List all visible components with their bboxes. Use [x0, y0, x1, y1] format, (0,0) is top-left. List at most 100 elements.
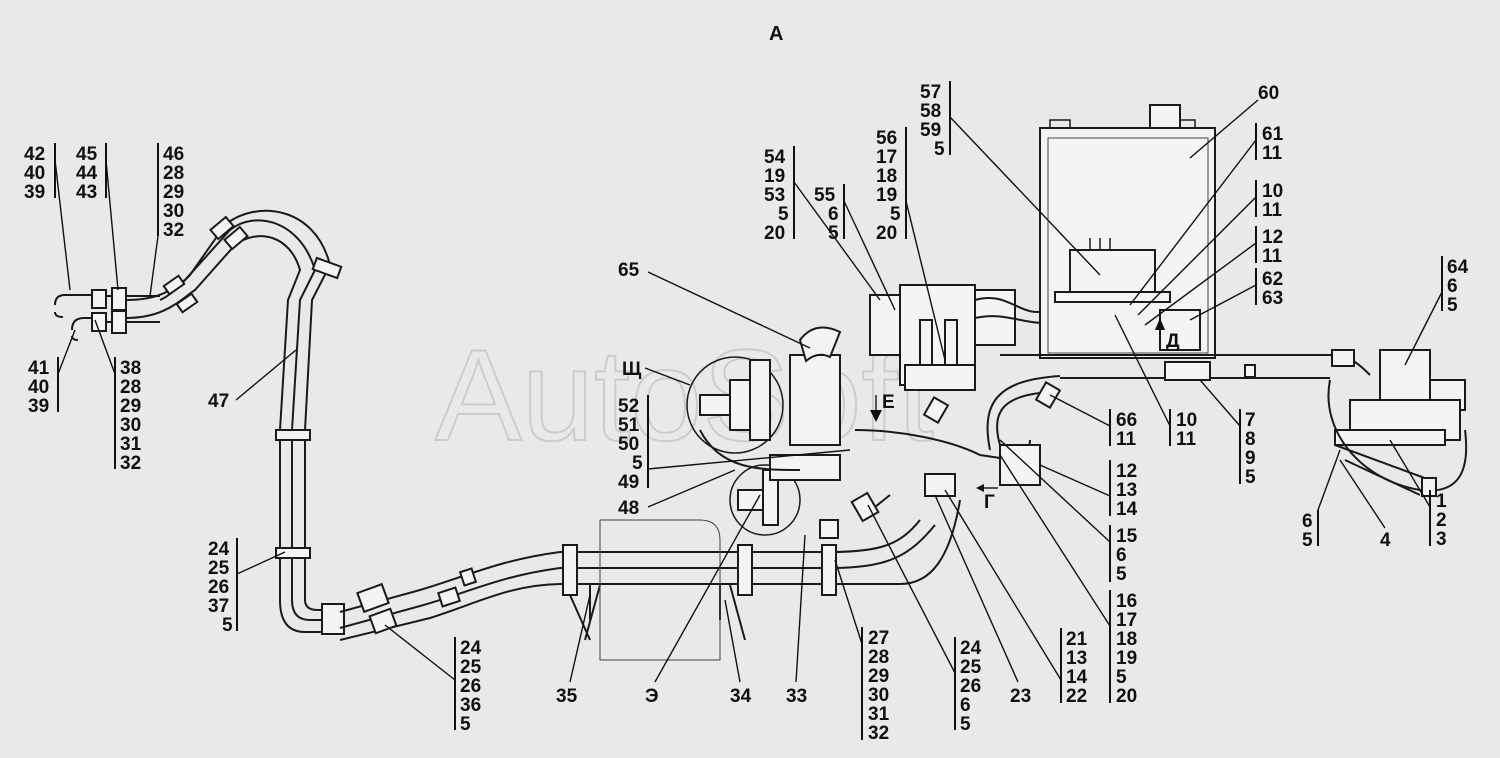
callout-number: 5: [1245, 467, 1256, 488]
callout-52: 52 51 50 5 49: [618, 395, 851, 493]
callout-number: 58: [920, 101, 941, 122]
callout-number: 51: [618, 415, 640, 436]
callout-24-25-26-37-5: 24 25 26 37 5: [208, 538, 286, 636]
callout-number: 21: [1066, 629, 1088, 650]
callout-number: 61: [1262, 124, 1284, 145]
callout-D: Д: [1155, 318, 1180, 352]
callout-number: 23: [1010, 686, 1031, 707]
callout-64-6-5: 64 6 5: [1404, 256, 1469, 366]
callout-number: 18: [876, 166, 897, 187]
callout-number: 13: [1066, 648, 1087, 669]
callout-number: 26: [960, 676, 981, 697]
callout-number: 56: [876, 128, 897, 149]
callout-number: 20: [764, 223, 785, 244]
callout-number: 63: [1262, 288, 1283, 309]
callout-number: 24: [960, 638, 982, 659]
callout-letter: Е: [882, 392, 895, 413]
callout-number: 22: [1066, 686, 1087, 707]
callout-number: 47: [208, 391, 229, 412]
callout-number: 34: [730, 686, 752, 707]
callout-number: 5: [1447, 295, 1458, 316]
callout-number: 5: [1116, 667, 1127, 688]
callout-number: 52: [618, 396, 639, 417]
callout-number: 6: [828, 204, 839, 225]
callout-number: 19: [764, 166, 785, 187]
callout-number: 62: [1262, 269, 1283, 290]
callout-number: 20: [876, 223, 897, 244]
callout-number: 50: [618, 434, 639, 455]
callout-number: 14: [1066, 667, 1088, 688]
callout-number: 35: [556, 686, 578, 707]
callout-34: 34: [724, 599, 752, 707]
callout-56: 56 17 18 19 5 20: [876, 127, 946, 361]
callout-number: 39: [28, 396, 49, 417]
callout-number: 26: [460, 676, 481, 697]
callout-10-11-top: 10 11: [1137, 180, 1283, 316]
callout-number: 43: [76, 182, 97, 203]
callout-55-6-5: 55 6 5: [814, 184, 896, 311]
callout-number: 55: [814, 185, 836, 206]
callout-61-11: 61 11: [1129, 123, 1284, 306]
callout-number: 5: [778, 204, 789, 225]
callout-number: 18: [1116, 629, 1137, 650]
callout-number: 30: [120, 415, 141, 436]
callout-number: 32: [120, 453, 141, 474]
callout-number: 5: [1302, 530, 1313, 551]
callout-number: 24: [208, 539, 230, 560]
callout-letter: Д: [1166, 331, 1180, 352]
callout-number: 5: [460, 714, 471, 735]
callout-number: 9: [1245, 448, 1256, 469]
callout-number: 8: [1245, 429, 1256, 450]
callout-47: 47: [208, 349, 297, 412]
callout-number: 6: [1116, 545, 1127, 566]
callout-number: 29: [868, 666, 889, 687]
callout-60: 60: [1189, 83, 1279, 159]
callout-number: 11: [1262, 143, 1283, 164]
callout-number: 32: [868, 723, 889, 744]
callout-57: 57 58 59 5: [920, 81, 1101, 276]
callout-number: 49: [618, 472, 639, 493]
callout-number: 15: [1116, 526, 1138, 547]
callout-number: 11: [1262, 246, 1283, 267]
callout-number: 20: [1116, 686, 1137, 707]
callout-number: 1: [1436, 491, 1447, 512]
callout-number: 5: [1116, 564, 1127, 585]
callout-number: 28: [868, 647, 889, 668]
callout-65: 65: [618, 260, 811, 349]
callout-number: 3: [1436, 529, 1447, 550]
callout-number: 28: [120, 377, 141, 398]
callout-46: 46 28 29 30 32: [149, 143, 184, 297]
callout-4: 4: [1339, 459, 1391, 551]
callout-number: 54: [764, 147, 786, 168]
callout-number: 25: [460, 657, 482, 678]
callout-number: 6: [1302, 511, 1313, 532]
callout-7-8-9-5: 7 8 9 5: [1199, 379, 1256, 488]
callout-38: 38 28 29 30 31 32: [94, 319, 142, 474]
callout-number: 39: [24, 182, 45, 203]
callout-12-11: 12 11: [1144, 226, 1283, 326]
callout-1-2-3: 1 2 3: [1389, 439, 1447, 550]
callout-number: 17: [1116, 610, 1137, 631]
callout-number: 16: [1116, 591, 1137, 612]
callout-number: 40: [24, 163, 45, 184]
callout-number: 41: [28, 358, 50, 379]
callout-number: 17: [876, 147, 897, 168]
callout-16: 16 17 18 19 5 20: [999, 454, 1137, 707]
callout-number: 5: [934, 139, 945, 160]
callout-letter: Э: [645, 686, 659, 707]
callout-number: 5: [890, 204, 901, 225]
callout-33: 33: [786, 534, 807, 707]
callout-66-11: 66 11: [1049, 394, 1137, 450]
callout-letter: Г: [984, 492, 995, 513]
callout-number: 46: [163, 144, 184, 165]
drawing: [54, 104, 1468, 661]
callout-number: 31: [868, 704, 890, 725]
callout-E: Е: [870, 392, 895, 422]
callout-27: 27 28 29 30 31 32: [834, 559, 890, 744]
callout-number: 10: [1262, 181, 1283, 202]
callout-number: 66: [1116, 410, 1137, 431]
callout-number: 6: [960, 695, 971, 716]
callout-number: 53: [764, 185, 785, 206]
callout-number: 64: [1447, 257, 1469, 278]
